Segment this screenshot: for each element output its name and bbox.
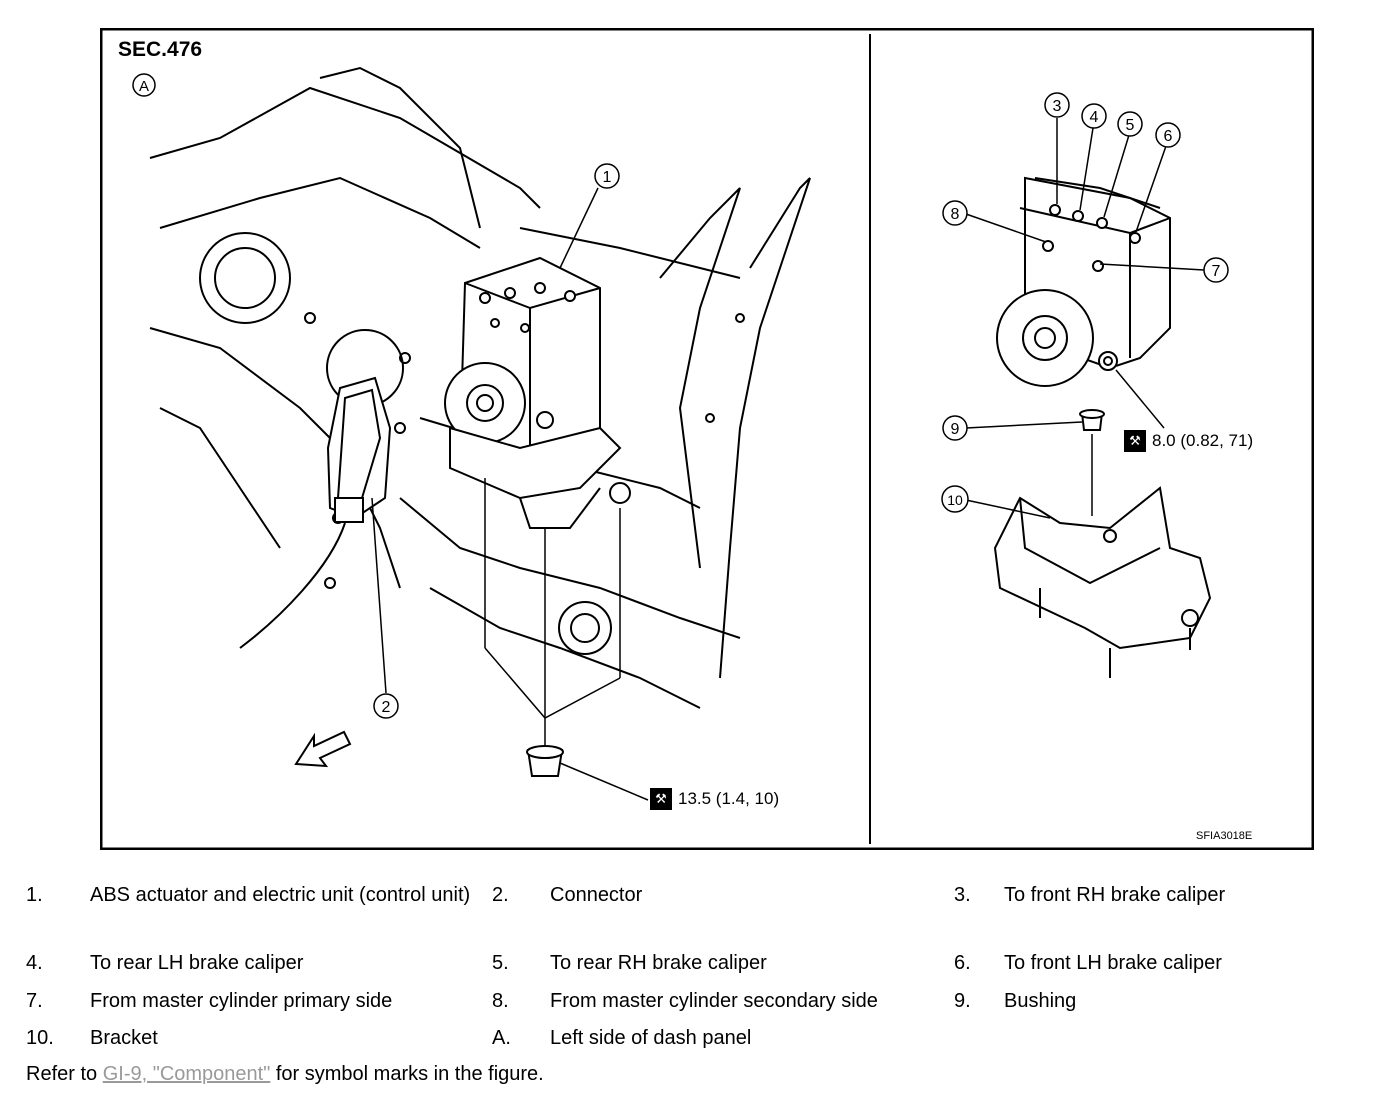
legend-text: From master cylinder primary side (90, 990, 393, 1012)
legend-num: A. (492, 1027, 511, 1049)
front-arrow-icon (294, 730, 352, 768)
legend-num: 9. (954, 990, 971, 1012)
callout-4: 4 (1090, 109, 1099, 126)
legend-num: 1. (26, 884, 43, 906)
legend-text: Bracket (90, 1027, 158, 1049)
torque-wrench-icon: ⚒ (650, 788, 672, 810)
torque-spec-right: ⚒ 8.0 (0.82, 71) (1124, 430, 1253, 452)
torque-spec-left: ⚒ 13.5 (1.4, 10) (650, 788, 779, 810)
legend-text: To rear LH brake caliper (90, 952, 304, 974)
callout-1: 1 (603, 169, 612, 186)
legend-text: Connector (550, 884, 643, 906)
callout-3: 3 (1053, 98, 1062, 115)
reference-note: Refer to GI-9, "Component" for symbol ma… (26, 1063, 544, 1086)
mount-lines-left (484, 478, 621, 748)
legend-text: To front LH brake caliper (1004, 952, 1222, 974)
legend-num: 7. (26, 990, 43, 1012)
legend-num: 2. (492, 884, 509, 906)
legend-text: ABS actuator and electric unit (control … (90, 884, 471, 906)
legend-num: 8. (492, 990, 509, 1012)
legend-num: 3. (954, 884, 971, 906)
callout-9: 9 (951, 421, 960, 438)
view-label-a: A (139, 78, 149, 95)
callout-8: 8 (951, 206, 960, 223)
legend-text: From master cylinder secondary side (550, 990, 878, 1012)
legend-text: Bushing (1004, 990, 1077, 1012)
bracket-drawing (993, 486, 1212, 678)
legend-text: Left side of dash panel (550, 1027, 752, 1049)
reference-prefix: Refer to (26, 1063, 103, 1085)
section-label: SEC.476 (118, 38, 203, 61)
legend-num: 5. (492, 952, 509, 974)
legend-text: To front RH brake caliper (1004, 884, 1226, 906)
abs-actuator-left-drawing (444, 256, 631, 529)
right-callout-graphics (941, 92, 1229, 519)
flange-nut-left (526, 745, 564, 777)
torque-wrench-icon: ⚒ (1124, 430, 1146, 452)
component-link[interactable]: GI-9, "Component" (102, 1063, 271, 1085)
legend-num: 6. (954, 952, 971, 974)
legend-num: 4. (26, 952, 43, 974)
torque-value-left: 13.5 (1.4, 10) (678, 789, 780, 808)
callout-2: 2 (382, 699, 391, 716)
legend-num: 10. (26, 1027, 54, 1049)
callout-6: 6 (1164, 128, 1173, 145)
connector-drawing (239, 376, 392, 649)
callout-7: 7 (1212, 263, 1221, 280)
callout-10: 10 (947, 492, 963, 508)
torque-value-right: 8.0 (0.82, 71) (1152, 431, 1254, 450)
abs-actuator-right-drawing (996, 176, 1171, 387)
left-callout-graphics (371, 163, 620, 719)
legend-text: To rear RH brake caliper (550, 952, 767, 974)
bushing-drawing (1079, 409, 1105, 431)
figure-code: SFIA3018E (1196, 830, 1253, 842)
callout-5: 5 (1126, 117, 1135, 134)
diagram-figure: 1 2 A (100, 28, 1314, 850)
reference-suffix: for symbol marks in the figure. (270, 1063, 544, 1085)
diagram-canvas: 1 2 A (100, 28, 1314, 850)
